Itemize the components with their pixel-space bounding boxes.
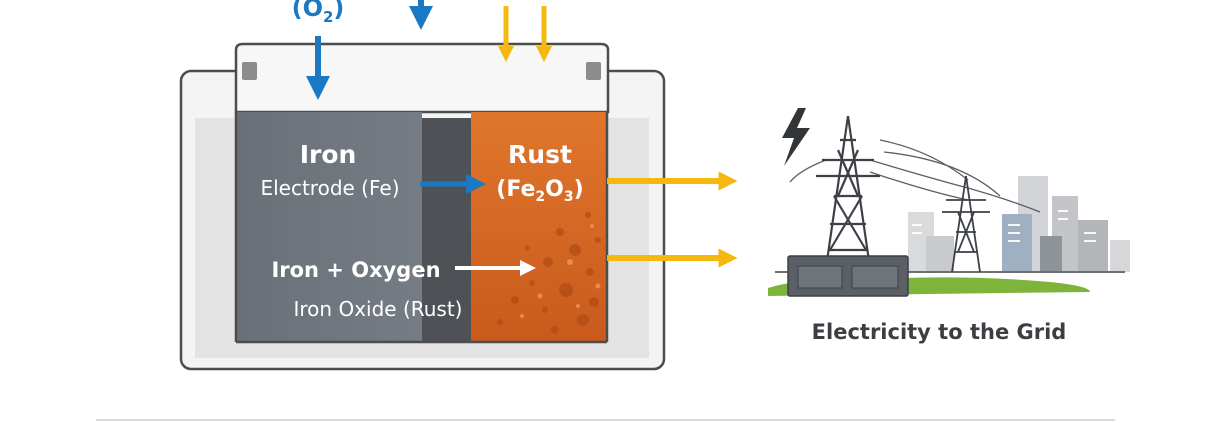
iron-title: Iron (300, 140, 357, 169)
reaction-line2: Iron Oxide (Rust) (294, 297, 463, 321)
energy-input-arrows (497, 6, 553, 63)
rust-formula: (Fe2O3) (496, 177, 583, 205)
battery-terminal-right (586, 62, 601, 80)
lightning-bolt-icon (782, 108, 810, 166)
iron-labels: Iron Electrode (Fe) (260, 140, 399, 200)
reaction-line1: Iron + Oxygen (271, 258, 440, 282)
rust-texture (497, 212, 601, 334)
city-skyline-icon (908, 176, 1130, 272)
battery (179, 42, 666, 371)
rust-labels: Rust (Fe2O3) (496, 140, 583, 205)
electrode-separator (422, 118, 471, 342)
reaction-labels: Iron + Oxygen Iron Oxide (Rust) (271, 258, 536, 321)
transmission-tower-small-icon (942, 175, 990, 273)
oxygen-label: (O2) (292, 0, 345, 26)
power-lines (789, 139, 1041, 213)
iron-subtitle: Electrode (Fe) (260, 176, 399, 200)
rust-region (471, 112, 607, 342)
iron-electrode (236, 112, 422, 342)
substation-icon (787, 255, 909, 297)
battery-lid (234, 42, 610, 114)
rust-highlights (520, 224, 601, 318)
rust-title: Rust (508, 140, 572, 169)
battery-terminal-left (242, 62, 257, 80)
grid-illustration (768, 108, 1130, 297)
oxygen-input: (O2) (292, 0, 433, 100)
transmission-tower-icon (816, 115, 880, 269)
grid-label: Electricity to the Grid (812, 320, 1067, 344)
output-arrows (607, 171, 738, 268)
